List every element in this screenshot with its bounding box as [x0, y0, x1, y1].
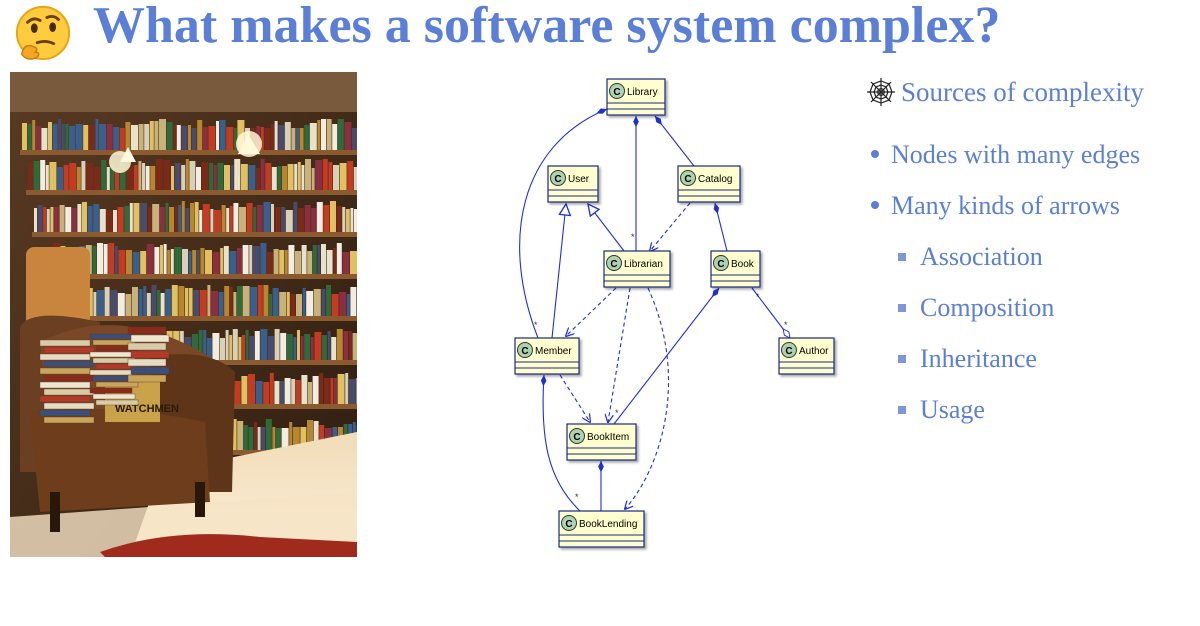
uml-class-catalog: C Catalog: [677, 165, 741, 203]
bullet-item: Inheritance: [898, 344, 1037, 374]
bullet-text: Nodes with many edges: [891, 140, 1141, 169]
edge-librarian-member: [566, 287, 617, 336]
class-name: BookItem: [587, 432, 629, 443]
library-room-photo: WATCHMEN: [10, 72, 357, 557]
uml-class-author: C Author: [778, 337, 835, 375]
class-icon: [680, 170, 696, 186]
edge-librarian-user: [588, 204, 625, 252]
edge-librarian-bookitem: [608, 287, 631, 422]
bullet-item: Composition: [898, 293, 1055, 323]
bullet-text: Composition: [920, 293, 1055, 322]
uml-class-library: C Library: [606, 78, 666, 116]
square-bullet-icon: [898, 253, 906, 261]
edge-catalog-librarian: [650, 202, 691, 251]
svg-text:WATCHMEN: WATCHMEN: [115, 403, 179, 415]
multiplicity-label: *: [756, 292, 760, 302]
square-bullet-icon: [898, 304, 906, 312]
class-icon: [517, 342, 533, 358]
class-name: Librarian: [624, 259, 663, 270]
class-marker: C: [573, 432, 580, 443]
edge-librarian-booklending: [625, 287, 669, 509]
class-marker: C: [610, 259, 617, 270]
uml-class-booklending: C BookLending: [558, 510, 645, 548]
edge-catalog-book: [713, 202, 728, 252]
panel-heading-text: Sources of complexity: [901, 76, 1144, 107]
class-marker: C: [785, 346, 792, 357]
uml-class-book: C Book: [710, 250, 761, 288]
class-name: Member: [535, 346, 572, 357]
bullet-item: Nodes with many edges: [871, 140, 1141, 170]
sources-panel: Sources of complexity Nodes with many ed…: [866, 72, 1196, 424]
spider-web-icon: [867, 78, 895, 106]
class-marker: C: [684, 174, 691, 185]
edge-member-user: [551, 204, 566, 339]
uml-class-user: C User: [547, 165, 599, 203]
class-marker: C: [554, 174, 561, 185]
edge-member-booklending: [540, 374, 581, 512]
bullet-item: Usage: [898, 395, 985, 425]
uml-class-librarian: C Librarian: [603, 250, 671, 288]
class-icon: [609, 83, 625, 99]
panel-heading: Sources of complexity: [866, 72, 1196, 112]
square-bullet-icon: [898, 355, 906, 363]
class-marker: C: [717, 259, 724, 270]
bullet-text: Association: [920, 242, 1043, 271]
class-name: User: [568, 174, 590, 185]
page-title: What makes a software system complex?: [93, 0, 1001, 54]
edge-library-catalog: [654, 115, 695, 167]
class-name: BookLending: [579, 519, 637, 530]
class-name: Author: [799, 346, 829, 357]
class-name: Catalog: [698, 174, 732, 185]
edge-library-member: [519, 108, 608, 339]
class-name: Book: [731, 259, 755, 270]
multiplicity-label: *: [575, 492, 579, 502]
round-bullet-icon: [871, 150, 879, 158]
edge-book-bookitem: [613, 287, 720, 425]
edge-book-author: [751, 287, 790, 338]
class-icon: [550, 170, 566, 186]
bullet-item: Association: [898, 242, 1043, 272]
class-marker: C: [521, 346, 528, 357]
round-bullet-icon: [871, 201, 879, 209]
bullet-text: Inheritance: [920, 344, 1037, 373]
class-icon: [569, 428, 585, 444]
multiplicity-label: *: [784, 320, 788, 330]
bullet-text: Many kinds of arrows: [891, 191, 1120, 220]
multiplicity-label: *: [534, 320, 538, 330]
multiplicity-label: *: [631, 232, 635, 242]
square-bullet-icon: [898, 406, 906, 414]
class-name: Library: [627, 87, 658, 98]
bullet-text: Usage: [920, 395, 985, 424]
uml-class-member: C Member: [514, 337, 580, 375]
uml-class-bookitem: C BookItem: [566, 423, 637, 461]
class-icon: [781, 342, 797, 358]
thinking-face-icon: [15, 5, 71, 61]
bullet-item: Many kinds of arrows: [871, 191, 1120, 221]
multiplicity-label: *: [615, 408, 619, 418]
class-icon: [713, 255, 729, 271]
class-marker: C: [565, 519, 572, 530]
class-icon: [606, 255, 622, 271]
class-marker: C: [613, 87, 620, 98]
class-icon: [561, 515, 577, 531]
edge-member-bookitem: [559, 374, 590, 422]
